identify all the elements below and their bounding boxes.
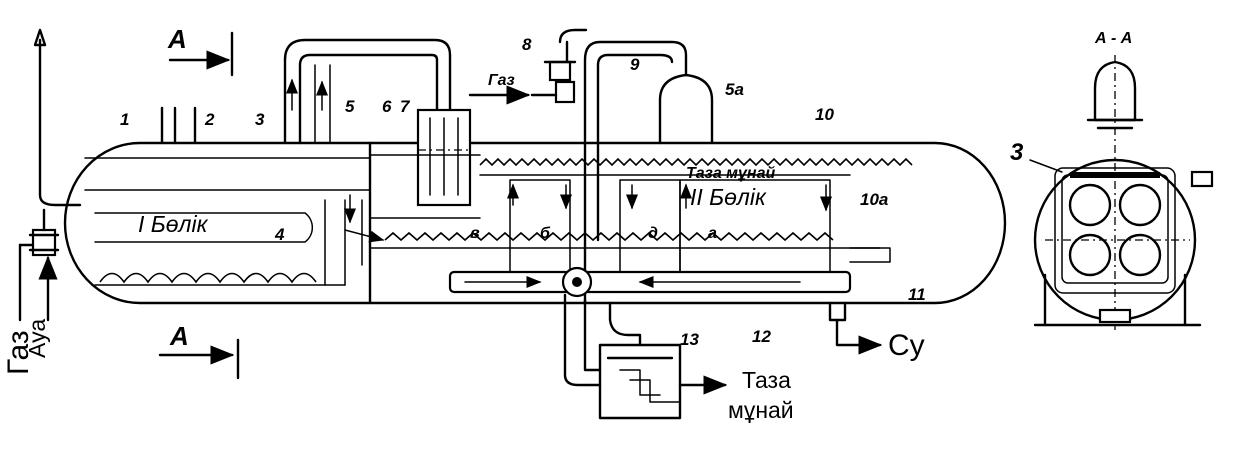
callout-8: 8: [522, 35, 532, 54]
callout-6: 6: [382, 97, 392, 116]
zone-b: б: [540, 225, 551, 242]
wave-surface-10: [479, 157, 913, 176]
callout-11: 11: [908, 285, 926, 304]
clean-oil-out-label-1: Таза: [742, 367, 791, 393]
section-view-title: А - А: [1094, 30, 1132, 47]
outlet-pipe-13: [563, 293, 728, 420]
air-in-label: Ауа: [24, 319, 50, 358]
top-nozzles: [160, 106, 197, 145]
callout-10a: 10а: [860, 190, 888, 209]
callout-5a: 5а: [725, 80, 744, 99]
callout-10: 10: [815, 105, 834, 124]
callout-4: 4: [274, 225, 285, 244]
callout-5: 5: [345, 97, 355, 116]
separator-box-7: [416, 108, 472, 207]
gas-in-label: Газ: [2, 330, 35, 375]
callout-13: 13: [680, 330, 699, 349]
callout-7: 7: [400, 97, 411, 116]
cut-mark-bottom: А: [169, 321, 189, 351]
zone-d: д: [648, 225, 658, 242]
gas-air-inlet: [18, 28, 82, 322]
callout-9: 9: [630, 55, 640, 74]
clean-oil-out-label-2: мұнай: [728, 397, 794, 423]
clean-oil-inside-label: Таза мұнай: [686, 165, 775, 182]
section-view: [1029, 55, 1214, 330]
inner-chamber-6: [369, 154, 481, 219]
cut-mark-top: А: [167, 24, 187, 54]
cut-marks: [158, 31, 240, 380]
flow-arrows: [344, 183, 832, 243]
water-outlet: [828, 301, 883, 355]
gas-riser-5: [283, 38, 452, 145]
section-2-label: II Бөлік: [690, 184, 767, 210]
callout-1: 1: [120, 110, 129, 129]
gas-out-label: Газ: [488, 72, 515, 89]
zone-a: а: [708, 225, 717, 242]
callout-12: 12: [752, 327, 771, 346]
tube-9: [583, 40, 688, 305]
dome-5a: [658, 73, 714, 145]
callout-3: 3: [255, 110, 265, 129]
section-1-label: I Бөлік: [138, 211, 209, 237]
callout-2: 2: [204, 110, 215, 129]
water-out-label: Су: [888, 329, 925, 362]
bottom-manifold: [448, 247, 891, 294]
zone-v: в: [470, 225, 480, 242]
main-vessel: [63, 141, 1007, 305]
gas-valve-8: [468, 28, 588, 105]
callout-side-3: 3: [1010, 139, 1024, 166]
outlet-valve: [561, 266, 593, 298]
